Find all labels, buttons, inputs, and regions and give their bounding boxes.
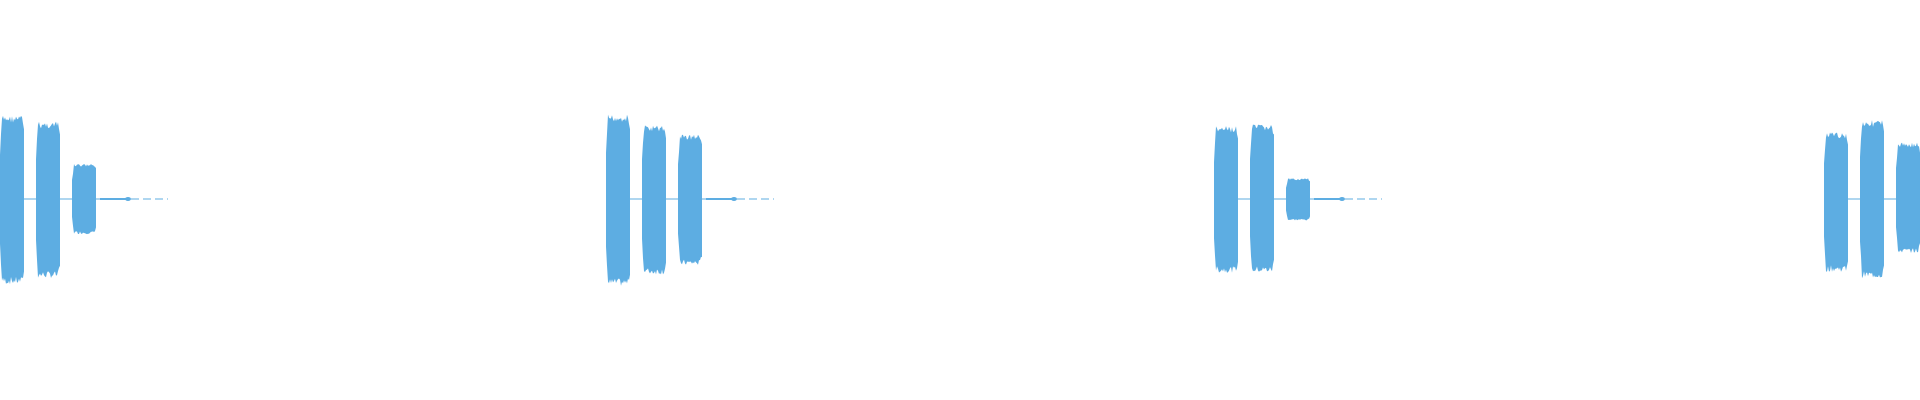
waveform-tail-dot (125, 197, 131, 201)
waveform-group (1214, 124, 1382, 273)
waveform-burst (0, 115, 24, 285)
waveform-group (1824, 120, 1920, 279)
waveform-tail-dot (731, 197, 737, 201)
waveform-burst (72, 163, 96, 235)
waveform-burst (1824, 132, 1848, 272)
waveform-burst (1214, 126, 1238, 273)
waveform-burst (36, 121, 60, 278)
waveform-burst (1250, 124, 1274, 272)
waveform-burst (678, 134, 702, 265)
waveform-burst (1860, 120, 1884, 279)
waveform-burst (1286, 178, 1310, 221)
waveform-burst (1896, 142, 1920, 253)
waveform-burst (642, 125, 666, 275)
waveform-tail-dot (1339, 197, 1345, 201)
waveform-group (606, 114, 774, 286)
waveform-burst (606, 114, 630, 286)
waveform-group (0, 115, 168, 285)
